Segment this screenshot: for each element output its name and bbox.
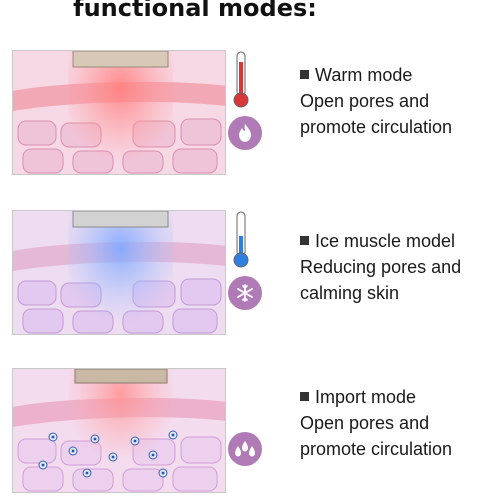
thermometer-icon xyxy=(232,50,250,110)
droplets-icon xyxy=(228,432,262,466)
mode-name: Import mode xyxy=(315,387,417,407)
mode-ice: Ice muscle model Reducing pores and calm… xyxy=(0,210,500,340)
mode-line-3: calming skin xyxy=(300,283,400,303)
bullet-icon xyxy=(300,392,309,401)
warm-skin-illustration xyxy=(12,50,226,175)
bullet-icon xyxy=(300,236,309,245)
mode-name: Ice muscle model xyxy=(315,231,456,251)
mode-line-3: promote circulation xyxy=(300,439,453,459)
page-title: functional modes: xyxy=(73,0,317,22)
import-skin-illustration xyxy=(12,368,226,493)
bullet-icon xyxy=(300,70,309,79)
mode-description: Import mode Open pores and promote circu… xyxy=(300,384,452,462)
mode-description: Warm mode Open pores and promote circula… xyxy=(300,62,452,140)
mode-description: Ice muscle model Reducing pores and calm… xyxy=(300,228,461,306)
mode-line-2: Open pores and xyxy=(300,413,430,433)
ice-skin-illustration xyxy=(12,210,226,335)
mode-line-2: Reducing pores and xyxy=(300,257,462,277)
mode-import: Import mode Open pores and promote circu… xyxy=(0,368,500,498)
mode-name: Warm mode xyxy=(315,65,413,85)
thermometer-icon xyxy=(232,210,250,270)
mode-line-3: promote circulation xyxy=(300,117,453,137)
flame-icon xyxy=(228,116,262,150)
mode-warm: Warm mode Open pores and promote circula… xyxy=(0,50,500,180)
snowflake-icon xyxy=(228,276,262,310)
mode-line-2: Open pores and xyxy=(300,91,430,111)
